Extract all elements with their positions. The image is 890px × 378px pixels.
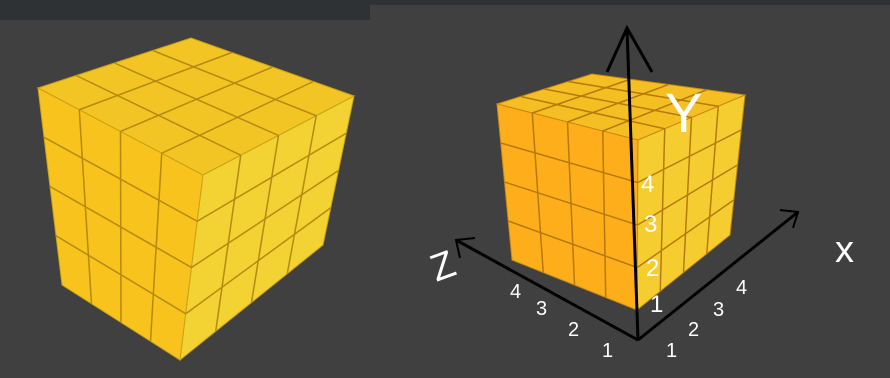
right-top-gridline xyxy=(568,80,719,107)
left-cube-svg xyxy=(0,20,370,378)
x-tick-4: 4 xyxy=(736,277,747,299)
left-left-gridline xyxy=(49,185,192,269)
z-axis-line xyxy=(455,238,639,342)
x-axis-name: x xyxy=(835,229,854,271)
right-top-gridline xyxy=(602,89,708,132)
left-cube-grid-lines xyxy=(43,49,347,342)
y-tick-3: 3 xyxy=(644,211,657,238)
y-tick-1: 1 xyxy=(650,291,663,318)
right-cube-grid-lines xyxy=(500,78,742,298)
left-top-gridline xyxy=(120,66,273,133)
left-left-gridline xyxy=(149,153,163,342)
y-tick-2: 2 xyxy=(646,255,659,282)
x-tick-3: 3 xyxy=(713,299,724,321)
left-view-panel xyxy=(0,0,370,378)
x-axis-ticks: 1 2 3 4 xyxy=(666,277,747,362)
x-tick-2: 2 xyxy=(688,319,699,341)
x-axis-arrowhead xyxy=(779,209,800,229)
z-tick-3: 3 xyxy=(536,298,547,320)
axis-names: Y x Z xyxy=(425,81,854,290)
right-left-gridline xyxy=(507,220,638,269)
left-right-gridline xyxy=(185,207,332,315)
x-tick-1: 1 xyxy=(666,340,677,362)
left-right-gridline xyxy=(191,169,339,269)
z-axis-ticks: 1 2 3 4 xyxy=(510,281,613,362)
axes xyxy=(454,24,800,342)
x-axis-line xyxy=(637,210,799,342)
right-right-gridline xyxy=(706,106,719,254)
y-tick-4: 4 xyxy=(641,171,654,198)
right-cube xyxy=(495,73,747,312)
right-right-gridline xyxy=(636,199,735,269)
left-top-gridline xyxy=(161,80,314,154)
left-cube xyxy=(36,37,356,362)
left-cube-right-face xyxy=(179,95,355,362)
right-left-gridline xyxy=(504,181,638,226)
right-view-panel: Y x Z 1 2 3 4 1 2 3 4 1 2 3 4 xyxy=(370,0,890,378)
y-axis-ticks: 1 2 3 4 xyxy=(641,171,663,318)
y-axis-name: Y xyxy=(665,81,702,144)
right-top-gridline xyxy=(567,83,669,123)
right-right-gridline xyxy=(637,164,738,226)
left-left-gridline xyxy=(55,235,187,315)
z-tick-2: 2 xyxy=(568,319,579,341)
z-tick-1: 1 xyxy=(602,340,613,362)
z-tick-4: 4 xyxy=(510,281,521,303)
y-axis-arrowhead xyxy=(605,24,654,73)
right-left-gridline xyxy=(602,130,607,298)
y-axis-line xyxy=(625,27,640,341)
z-axis-arrowhead xyxy=(454,237,476,259)
left-right-gridline xyxy=(286,115,317,274)
left-top-gridline xyxy=(152,49,317,117)
right-axes-svg: Y x Z 1 2 3 4 1 2 3 4 1 2 3 4 xyxy=(370,5,890,378)
